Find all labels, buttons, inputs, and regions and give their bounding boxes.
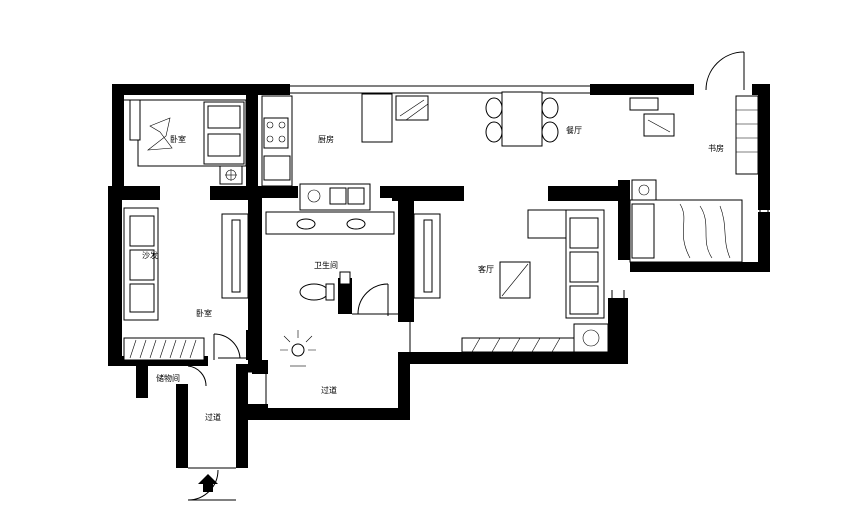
dining-table-icon [485, 91, 559, 147]
label-kitchen: 厨房 [318, 134, 334, 144]
label-living: 客厅 [478, 264, 494, 274]
shower-icon [280, 330, 316, 367]
bed-study-icon [629, 179, 743, 263]
tv-cabinet-left-icon [221, 213, 249, 299]
furniture [123, 91, 759, 367]
kitchen-sink-icon [299, 183, 371, 211]
label-bedroom-left: 卧室 [196, 308, 212, 318]
label-study: 书房 [708, 143, 724, 153]
room-labels: 卧室 厨房 餐厅 书房 沙发 卧室 卫生间 客厅 储物间 过道 过道 [142, 126, 724, 422]
plant-icon [573, 323, 609, 353]
label-corridor-left: 过道 [205, 412, 221, 422]
sofa-living-icon [527, 209, 605, 319]
wardrobe-icon [123, 337, 205, 361]
doors [187, 51, 745, 501]
label-bathroom: 卫生间 [314, 260, 338, 270]
label-bedroom-top: 卧室 [170, 134, 186, 144]
label-sofa: 沙发 [142, 250, 158, 260]
bath-sinks-icon [265, 211, 395, 235]
range-hood-icon [395, 95, 429, 121]
toilet-icon [299, 283, 335, 301]
stove-icon [263, 117, 289, 149]
label-storage: 储物间 [156, 373, 180, 383]
meter-box-icon [339, 271, 351, 285]
label-corridor-mid: 过道 [321, 385, 337, 395]
walls [108, 84, 770, 468]
study-desk-icon [629, 95, 759, 175]
bed-top-icon [129, 99, 247, 185]
label-dining: 餐厅 [566, 126, 582, 135]
coffee-table-icon [499, 261, 531, 299]
fridge-icon [263, 155, 291, 181]
living-cabinet-icon [461, 337, 575, 353]
sofa-left-icon [123, 207, 159, 321]
tv-cabinet-living-icon [413, 213, 441, 299]
entry-arrow-icon [198, 474, 218, 492]
